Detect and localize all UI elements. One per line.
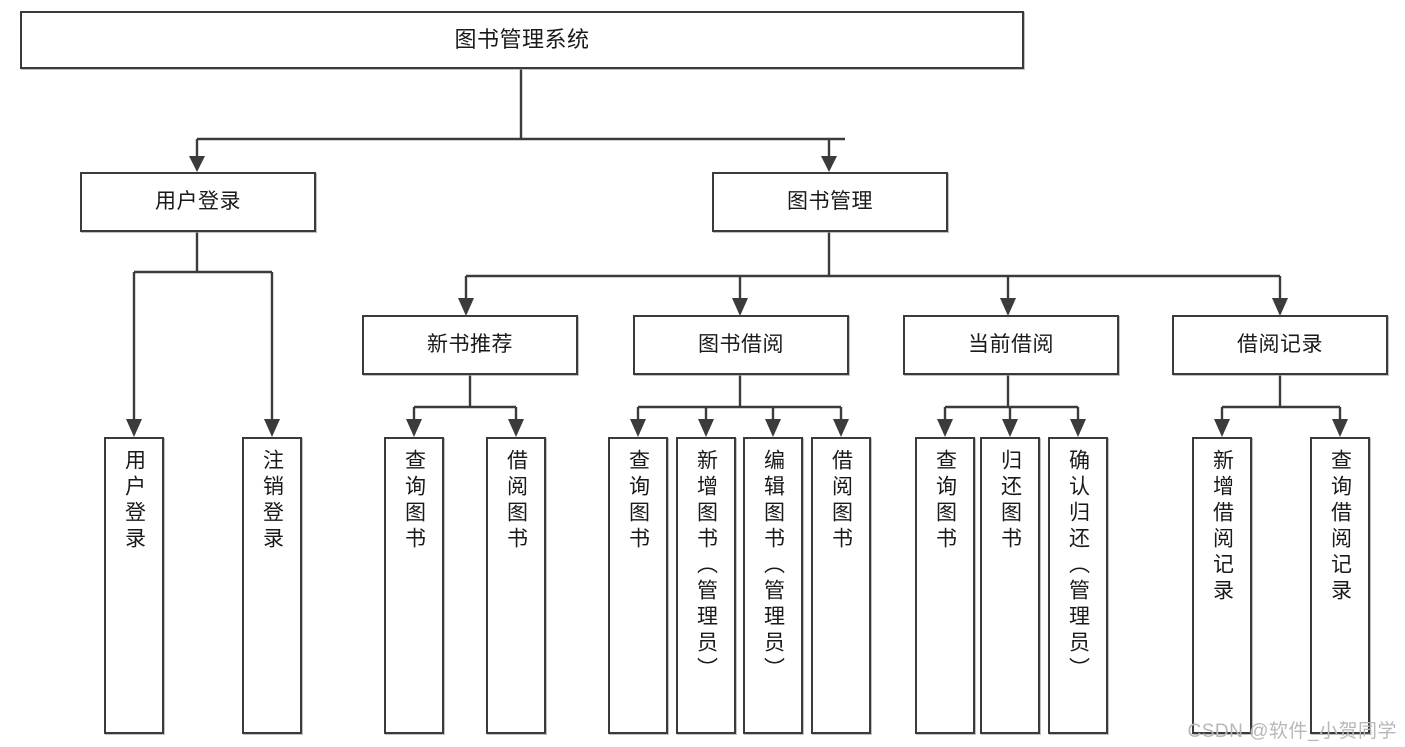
leaf-query-book-2[interactable]: 查询图书 [608,437,668,734]
node-user-login[interactable]: 用户登录 [80,172,316,232]
node-new-book-rec[interactable]: 新书推荐 [362,315,578,375]
leaf-query-book-2-label: 查询图书 [626,449,650,553]
node-new-book-rec-label: 新书推荐 [427,332,513,356]
leaf-return-book[interactable]: 归还图书 [980,437,1040,734]
leaf-confirm-return[interactable]: 确认归还（管理员） [1048,437,1108,734]
node-root-label: 图书管理系统 [454,27,590,53]
node-current-borrow-label: 当前借阅 [968,332,1054,356]
leaf-confirm-return-label: 确认归还（管理员） [1066,449,1090,683]
leaf-return-book-label: 归还图书 [998,449,1022,553]
leaf-user-login[interactable]: 用户登录 [104,437,164,734]
leaf-logout-label: 注销登录 [260,449,284,553]
node-user-login-label: 用户登录 [155,189,241,213]
leaf-edit-book-label: 编辑图书（管理员） [761,449,785,683]
leaf-add-record-label: 新增借阅记录 [1210,449,1234,605]
leaf-user-login-label: 用户登录 [122,449,146,553]
leaf-query-book-3-label: 查询图书 [933,449,957,553]
node-book-manage-label: 图书管理 [787,189,873,213]
leaf-add-book[interactable]: 新增图书（管理员） [676,437,736,734]
node-current-borrow[interactable]: 当前借阅 [903,315,1119,375]
node-borrow-record[interactable]: 借阅记录 [1172,315,1388,375]
leaf-borrow-book-2[interactable]: 借阅图书 [811,437,871,734]
leaf-query-record[interactable]: 查询借阅记录 [1310,437,1370,734]
leaf-edit-book[interactable]: 编辑图书（管理员） [743,437,803,734]
leaf-query-book-1-label: 查询图书 [402,449,426,553]
node-book-borrow[interactable]: 图书借阅 [633,315,849,375]
leaf-logout[interactable]: 注销登录 [242,437,302,734]
node-root[interactable]: 图书管理系统 [20,11,1024,69]
leaf-add-book-label: 新增图书（管理员） [694,449,718,683]
leaf-query-book-1[interactable]: 查询图书 [384,437,444,734]
node-borrow-record-label: 借阅记录 [1237,332,1323,356]
leaf-borrow-book-2-label: 借阅图书 [829,449,853,553]
leaf-borrow-book-1[interactable]: 借阅图书 [486,437,546,734]
node-book-borrow-label: 图书借阅 [698,332,784,356]
leaf-query-record-label: 查询借阅记录 [1328,449,1352,605]
leaf-query-book-3[interactable]: 查询图书 [915,437,975,734]
leaf-borrow-book-1-label: 借阅图书 [504,449,528,553]
node-book-manage[interactable]: 图书管理 [712,172,948,232]
leaf-add-record[interactable]: 新增借阅记录 [1192,437,1252,734]
csdn-watermark: CSDN @软件_小贺同学 [1187,721,1397,742]
